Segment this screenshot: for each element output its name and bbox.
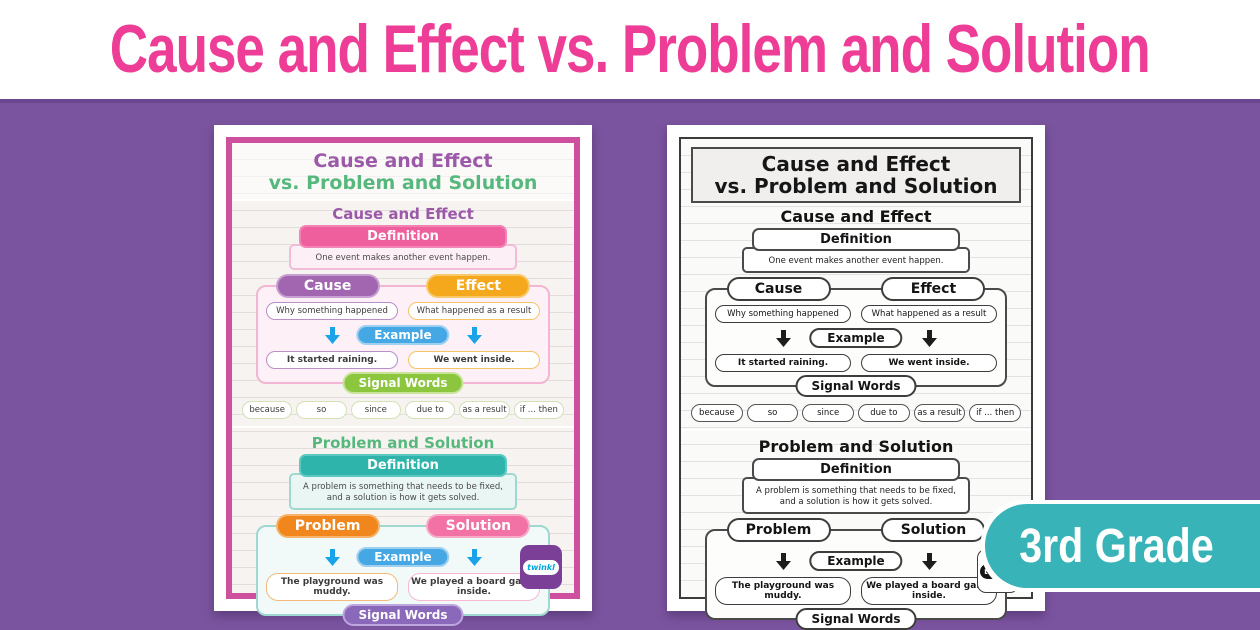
cause-description: Why something happened bbox=[715, 305, 851, 323]
down-arrow-icon bbox=[466, 326, 482, 344]
down-arrow-icon bbox=[921, 552, 937, 570]
definition-text: A problem is something that needs to be … bbox=[742, 477, 970, 514]
definition-label: Definition bbox=[299, 225, 507, 248]
signal-words-label: Signal Words bbox=[795, 375, 917, 397]
problem-label: Problem bbox=[726, 518, 831, 542]
signal-word: since bbox=[350, 401, 401, 419]
down-arrow-icon bbox=[775, 552, 791, 570]
signal-word: as a result bbox=[913, 404, 966, 422]
poster-title-line1: Cause and Effect bbox=[313, 150, 493, 172]
signal-word: so bbox=[746, 404, 799, 422]
problem-example: The playground was muddy. bbox=[715, 577, 851, 605]
down-arrow-icon bbox=[324, 326, 340, 344]
grade-badge-label: 3rd Grade bbox=[1019, 518, 1214, 573]
effect-label: Effect bbox=[881, 277, 986, 301]
cause-effect-definition: Definition One event makes another event… bbox=[742, 228, 970, 273]
example-label: Example bbox=[809, 551, 903, 571]
page-header: Cause and Effect vs. Problem and Solutio… bbox=[0, 0, 1260, 103]
signal-word: due to bbox=[404, 401, 456, 419]
signal-words-label: Signal Words bbox=[342, 604, 464, 626]
signal-words-label: Signal Words bbox=[795, 608, 917, 630]
cause-effect-compare-box: Cause Effect Why something happened What… bbox=[256, 274, 550, 394]
solution-label: Solution bbox=[426, 514, 531, 538]
effect-label: Effect bbox=[426, 274, 531, 298]
cause-effect-signal-words: because so since due to as a result if .… bbox=[242, 401, 564, 419]
effect-example: We went inside. bbox=[861, 354, 997, 372]
cause-example: It started raining. bbox=[266, 351, 398, 369]
effect-description: What happened as a result bbox=[861, 305, 997, 323]
problem-solution-heading: Problem and Solution bbox=[758, 437, 954, 456]
problem-example: The playground was muddy. bbox=[266, 573, 398, 601]
cause-example: It started raining. bbox=[715, 354, 851, 372]
cause-effect-heading: Cause and Effect bbox=[780, 207, 932, 226]
down-arrow-icon bbox=[775, 329, 791, 347]
definition-label: Definition bbox=[299, 454, 507, 477]
poster-color-frame: Cause and Effect vs. Problem and Solutio… bbox=[226, 137, 580, 626]
signal-word: since bbox=[802, 404, 855, 422]
poster-bw-preview: Cause and Effect vs. Problem and Solutio… bbox=[667, 125, 1045, 630]
solution-example: We played a board game inside. bbox=[861, 577, 997, 605]
signal-word: if ... then bbox=[969, 404, 1022, 422]
signal-word: as a result bbox=[459, 401, 510, 419]
definition-label: Definition bbox=[752, 458, 960, 481]
problem-solution-heading: Problem and Solution bbox=[311, 434, 495, 452]
solution-example: We played a board game inside. bbox=[408, 573, 540, 601]
cause-label: Cause bbox=[726, 277, 831, 301]
signal-words-label: Signal Words bbox=[342, 372, 464, 394]
cause-description: Why something happened bbox=[266, 302, 398, 320]
signal-word: due to bbox=[858, 404, 910, 422]
twinkl-cloud-icon: twinkl bbox=[523, 559, 559, 575]
poster-title: Cause and Effect vs. Problem and Solutio… bbox=[232, 143, 574, 201]
effect-example: We went inside. bbox=[408, 351, 540, 369]
effect-description: What happened as a result bbox=[408, 302, 540, 320]
definition-label: Definition bbox=[752, 228, 960, 251]
down-arrow-icon bbox=[324, 548, 340, 566]
section-divider bbox=[681, 429, 1031, 431]
signal-word: if ... then bbox=[513, 401, 564, 419]
poster-bw-frame: Cause and Effect vs. Problem and Solutio… bbox=[679, 137, 1033, 630]
problem-solution-compare-box: Problem Solution Example The playground … bbox=[705, 518, 1007, 630]
example-label: Example bbox=[356, 325, 450, 345]
problem-label: Problem bbox=[275, 514, 380, 538]
cause-effect-compare-box: Cause Effect Why something happened What… bbox=[705, 277, 1007, 397]
signal-word: because bbox=[691, 404, 743, 422]
section-divider bbox=[232, 426, 574, 428]
poster-title-line1: Cause and Effect bbox=[761, 152, 951, 176]
example-label: Example bbox=[809, 328, 903, 348]
definition-text: A problem is something that needs to be … bbox=[289, 473, 517, 510]
solution-label: Solution bbox=[881, 518, 986, 542]
problem-solution-definition: Definition A problem is something that n… bbox=[742, 458, 970, 514]
down-arrow-icon bbox=[921, 329, 937, 347]
example-label: Example bbox=[356, 547, 450, 567]
poster-color-preview: Cause and Effect vs. Problem and Solutio… bbox=[214, 125, 592, 626]
grade-badge: 3rd Grade bbox=[985, 504, 1260, 588]
poster-title-line2: vs. Problem and Solution bbox=[268, 172, 538, 194]
down-arrow-icon bbox=[466, 548, 482, 566]
cause-effect-heading: Cause and Effect bbox=[332, 205, 474, 223]
poster-title: Cause and Effect vs. Problem and Solutio… bbox=[691, 147, 1021, 203]
signal-word: so bbox=[296, 401, 347, 419]
cause-effect-definition: Definition One event makes another event… bbox=[289, 225, 517, 270]
signal-word: because bbox=[242, 401, 293, 419]
problem-solution-compare-box: Problem Solution Example The playground … bbox=[256, 514, 550, 626]
cause-effect-signal-words: because so since due to as a result if .… bbox=[691, 404, 1022, 422]
problem-solution-definition: Definition A problem is something that n… bbox=[289, 454, 517, 510]
cause-label: Cause bbox=[275, 274, 380, 298]
page-title: Cause and Effect vs. Problem and Solutio… bbox=[110, 11, 1151, 88]
twinkl-logo: twinkl bbox=[520, 545, 562, 589]
poster-title-line2: vs. Problem and Solution bbox=[714, 174, 998, 198]
